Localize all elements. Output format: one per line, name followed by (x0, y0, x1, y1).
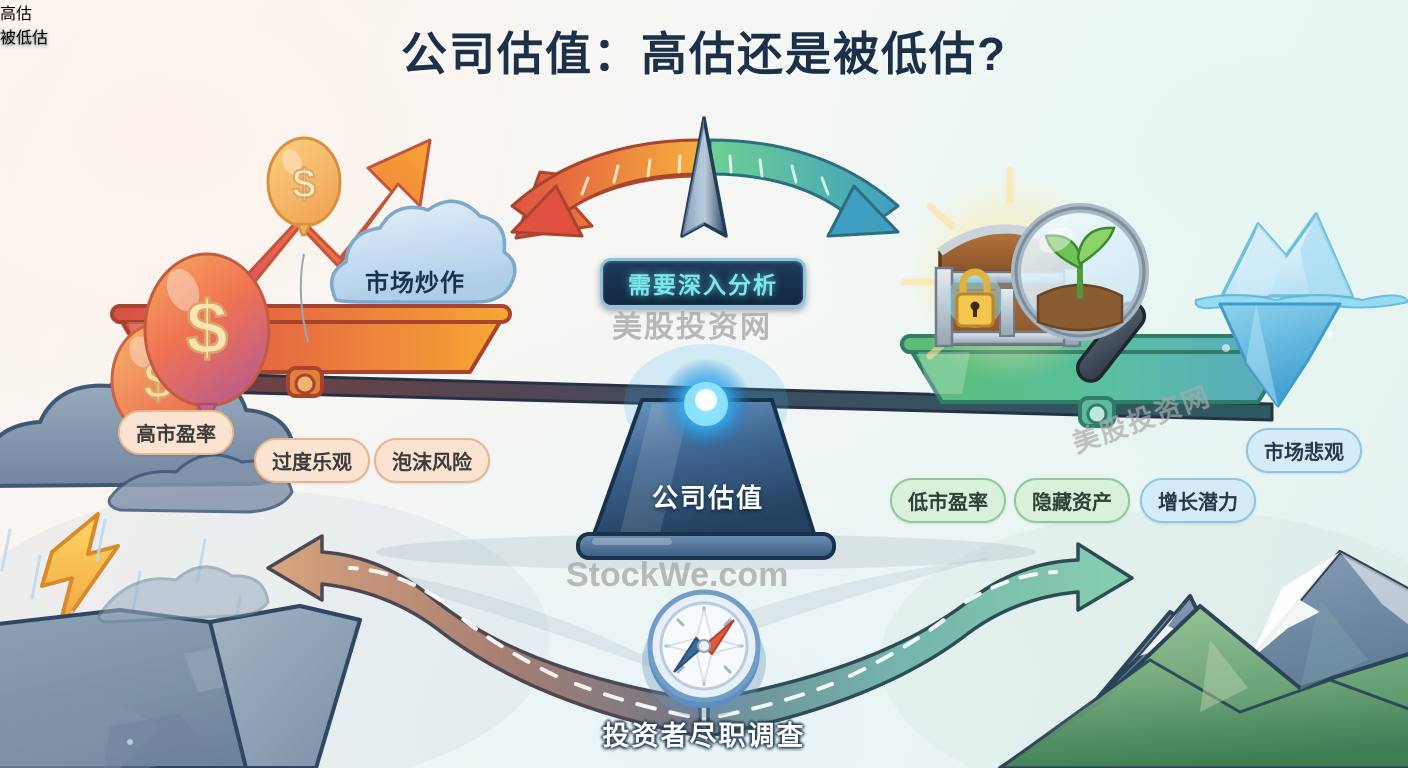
dollar-balloon-icon: $ (143, 252, 271, 422)
svg-text:$: $ (144, 352, 173, 410)
magnifying-glass-icon (1011, 203, 1149, 383)
tag-undervalued-3: 市场悲观 (1246, 428, 1362, 473)
iceberg-icon (1194, 212, 1408, 408)
sprout-icon (1044, 226, 1116, 299)
page-title: 公司估值：高估还是被低估? (400, 28, 1008, 80)
lightning-bolt-icon (40, 512, 120, 634)
cloud-label: 市场炒作 (365, 270, 465, 297)
rain-icon (0, 518, 242, 718)
watermark-center: 美股投资网 (612, 311, 772, 344)
padlock-icon (947, 268, 1003, 328)
pedestal-label: 公司估值 (651, 483, 764, 513)
tag-undervalued-2: 增长潜力 (1140, 478, 1256, 523)
bottom-caption: 投资者尽职调查 (602, 721, 806, 751)
svg-text:$: $ (186, 286, 228, 371)
scale-pedestal (576, 344, 836, 560)
gauge-needle-icon (680, 116, 728, 238)
svg-text:$: $ (292, 160, 315, 207)
analysis-badge-text: 需要深入分析 (628, 272, 778, 298)
scale-pan-overvalued (110, 304, 512, 398)
pan-label-undervalued: 被低估 (0, 30, 49, 47)
tag-overvalued-1: 过度乐观 (254, 438, 370, 483)
tag-overvalued-0: 高市盈率 (118, 410, 234, 455)
tag-overvalued-2: 泡沫风险 (374, 438, 490, 483)
watermark-site: StockWe.com (566, 556, 789, 594)
watermark-right: 美股投资网 (1068, 380, 1215, 459)
pan-label-overvalued: 高估 (0, 6, 33, 23)
analysis-badge: 需要深入分析 (600, 258, 806, 308)
tag-undervalued-1: 隐藏资产 (1014, 478, 1130, 523)
compass-icon (642, 589, 766, 718)
tag-undervalued-0: 低市盈率 (890, 478, 1006, 523)
treasure-chest-icon (934, 224, 1082, 348)
dollar-balloon-icon: $ (266, 136, 342, 237)
